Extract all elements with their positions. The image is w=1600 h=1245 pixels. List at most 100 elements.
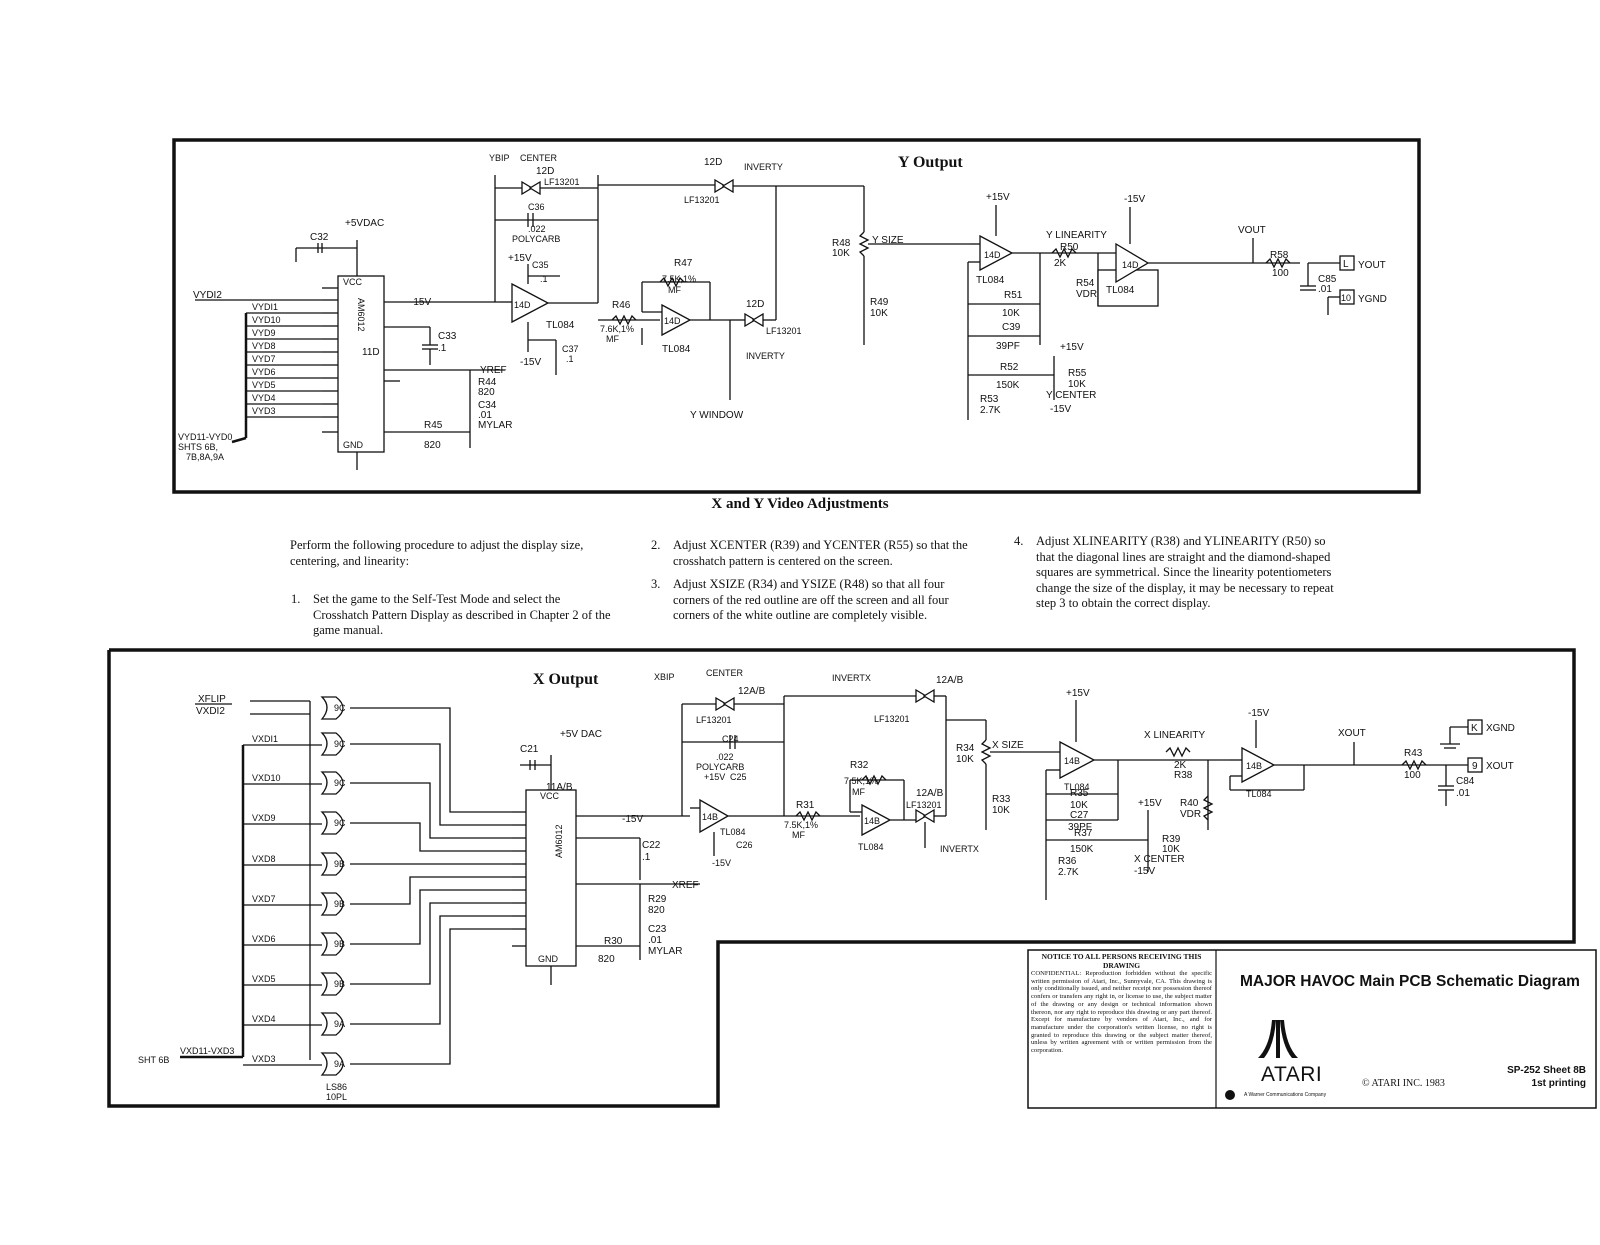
y-dac-ic-label: 11D (362, 347, 380, 358)
x-output-frame (107, 648, 1576, 1108)
x-r31-label: R31 (796, 800, 815, 811)
x-tl084-b: TL084 (858, 842, 884, 852)
x-r31-value: 7.5K,1% (784, 820, 818, 830)
x-dac-ic-label: 11A/B (546, 782, 573, 793)
y-dac-name: AM6012 (356, 298, 366, 332)
y-lf-c: LF13201 (766, 326, 802, 336)
y-opamp-linearity (979, 234, 1014, 272)
x-minus15-a: -15V (622, 814, 643, 825)
y-linearity-label: Y LINEARITY (1046, 230, 1107, 241)
y-minus15-d: -15V (1124, 194, 1145, 205)
x-r37-value: 150K (1070, 844, 1094, 855)
y-r48-label: R48 (832, 238, 851, 249)
y-ic12d-a: 12D (536, 166, 554, 177)
x-c21-label: C21 (520, 744, 539, 755)
y-r54-label: R54 (1076, 278, 1095, 289)
y-inverty-label: INVERTY (744, 162, 783, 172)
instruction-step-4: 4. Adjust XLINEARITY (R38) and YLINEARIT… (1014, 534, 1340, 612)
drawing-title: MAJOR HAVOC Main PCB Schematic Diagram (1240, 973, 1580, 990)
x-xref-label: XREF (672, 880, 699, 891)
y-vyd5-label: VYD5 (252, 380, 276, 390)
x-center-label: CENTER (706, 668, 744, 678)
y-r46-value: 7.6K,1% (600, 324, 634, 334)
x-lf-a: LF13201 (696, 715, 732, 725)
x-r38-label: R38 (1174, 770, 1193, 781)
y-vdr-label: VDR (1076, 289, 1097, 300)
x-dac-chip (525, 789, 577, 967)
y-c37-label: C37 (562, 344, 579, 354)
y-vydi1-label: VYDI1 (252, 302, 278, 312)
x-r43-label: R43 (1404, 748, 1423, 759)
x-r33-value: 10K (992, 805, 1010, 816)
y-minus15-c: -15V (1050, 404, 1071, 415)
y-r49-label: R49 (870, 297, 889, 308)
y-ybip-label: YBIP (489, 153, 510, 163)
y-mf2-label: MF (606, 334, 619, 344)
y-center-pot-label: Y CENTER (1046, 390, 1096, 401)
y-opamp-integrator (511, 282, 550, 324)
y-r49-value: 10K (870, 308, 888, 319)
x-minus15-d: -15V (1248, 708, 1269, 719)
x-gate-9a-1: 9A (334, 1019, 345, 1029)
y-r44-value: 820 (478, 387, 495, 398)
y-center-label: CENTER (520, 153, 558, 163)
notice-block: NOTICE TO ALL PERSONS RECEIVING THIS DRA… (1031, 952, 1212, 1055)
y-r58-label: R58 (1270, 250, 1289, 261)
y-yout-label: YOUT (1358, 260, 1386, 271)
x-lf-b: LF13201 (874, 714, 910, 724)
y-vyd8-label: VYD8 (252, 341, 276, 351)
y-r48-value: 10K (832, 248, 850, 259)
y-vyd7-label: VYD7 (252, 354, 276, 364)
x-ic12ab-b: 12A/B (936, 675, 964, 686)
x-vxd3-label: VXD3 (252, 1054, 276, 1064)
y-bus-note2: SHTS 6B, (178, 442, 218, 452)
y-mf1-label: MF (668, 285, 681, 295)
step-number: 3. (651, 577, 661, 591)
x-vxd10-label: VXD10 (252, 773, 281, 783)
x-vxd5-label: VXD5 (252, 974, 276, 984)
y-r47-value: 7.5K,1% (662, 274, 696, 284)
y-r53-value: 2.7K (980, 405, 1001, 416)
y-window-label: Y WINDOW (690, 410, 744, 421)
x-minus15-b: -15V (712, 858, 731, 868)
x-vxd4-label: VXD4 (252, 1014, 276, 1024)
y-r50-label: R50 (1060, 242, 1079, 253)
x-minus15-c: -15V (1134, 866, 1155, 877)
x-gate-9b-4: 9B (334, 979, 345, 989)
x-gate-9c-1: 9C (334, 703, 346, 713)
sheet-line-2: 1st printing (1531, 1078, 1586, 1089)
y-plus15-a: +15V (508, 253, 532, 264)
x-size-label: X SIZE (992, 740, 1024, 751)
x-r34-value: 10K (956, 754, 974, 765)
x-vxd9-label: VXD9 (252, 813, 276, 823)
wcc-text: A Warner Communications Company (1244, 1092, 1327, 1098)
y-c85-label: C85 (1318, 274, 1337, 285)
x-ic12ab-c: 12A/B (916, 788, 944, 799)
x-gate-outputs (350, 707, 512, 1065)
x-r35-value: 10K (1070, 800, 1088, 811)
x-tl084-d: TL084 (1246, 789, 1272, 799)
y-vydi2-label: VYDI2 (193, 290, 222, 301)
copyright-text: © ATARI INC. 1983 (1362, 1078, 1445, 1089)
x-c22-label: C22 (642, 840, 661, 851)
step-text: Adjust XSIZE (R34) and YSIZE (R48) so th… (673, 577, 949, 622)
x-gate-9a-2: 9A (334, 1059, 345, 1069)
x-gate-9c-2: 9C (334, 739, 346, 749)
y-dac-pins (322, 287, 500, 433)
x-vxd8-label: VXD8 (252, 854, 276, 864)
x-r39-value: 10K (1162, 844, 1180, 855)
y-vdac-label: +5VDAC (345, 218, 384, 229)
y-inverty2-label: INVERTY (746, 351, 785, 361)
y-vyd4-label: VYD4 (252, 393, 276, 403)
y-r46-label: R46 (612, 300, 631, 311)
x-ic14b-c: 14B (1064, 756, 1080, 766)
x-c84-value: .01 (1456, 788, 1470, 799)
y-r45-label: R45 (424, 420, 443, 431)
y-tl084-a: TL084 (546, 320, 575, 331)
y-ic12d-c: 12D (746, 299, 764, 310)
y-pin-l: L (1343, 259, 1349, 270)
x-gate-9b-1: 9B (334, 859, 345, 869)
x-ls86-label: LS86 (326, 1082, 347, 1092)
x-plus15-a: +15V (704, 772, 725, 782)
x-r36-value: 2.7K (1058, 867, 1079, 878)
